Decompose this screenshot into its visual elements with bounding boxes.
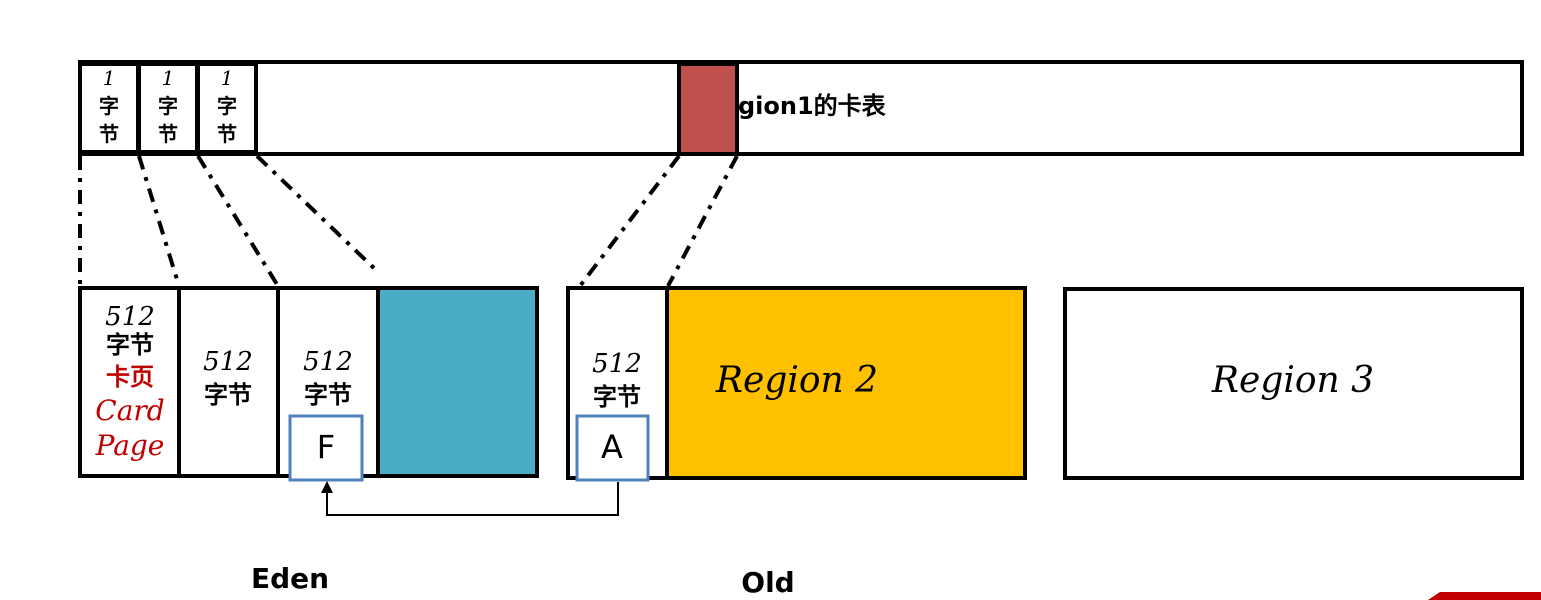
old-caption: Old	[741, 566, 794, 599]
card-page-1-en-name-1: Card	[95, 394, 164, 427]
card-cell-1: 1 字 节	[78, 62, 140, 154]
region-2: Region 2 512 字节 A	[566, 286, 1027, 482]
card-cell-2-unit-2: 节	[158, 122, 178, 146]
region-2-label: Region 2	[715, 360, 878, 401]
mapping-line-1	[137, 155, 181, 287]
card-page-2: 512 字节	[177, 286, 280, 478]
card-page-a-unit: 字节	[593, 383, 641, 411]
object-a-label: A	[601, 428, 623, 466]
card-page-1-unit: 字节	[106, 331, 154, 359]
region-3-label: Region 3	[1211, 360, 1374, 401]
mapping-line-dirty-right	[666, 155, 739, 287]
reference-arrow	[321, 481, 619, 516]
card-cell-2-unit-1: 字	[158, 94, 178, 118]
region-3: Region 3	[1063, 287, 1524, 480]
card-cell-3-unit-2: 节	[217, 122, 237, 146]
card-table-label: gion1的卡表	[738, 92, 887, 120]
card-page-1-num: 512	[105, 302, 155, 332]
card-table-strip	[78, 60, 1524, 156]
region-1-fill	[376, 286, 539, 478]
region-1: 512 字节 卡页 Card Page 512 字节 512 字节 F	[78, 286, 539, 482]
card-page-2-unit: 字节	[204, 381, 252, 409]
object-f: F	[288, 414, 364, 482]
card-page-3-unit: 字节	[304, 381, 352, 409]
card-cell-3-num: 1	[221, 66, 234, 90]
card-cell-2: 1 字 节	[137, 62, 199, 154]
dirty-card	[677, 62, 739, 156]
card-cell-1-num: 1	[103, 66, 116, 90]
mapping-line-2	[196, 154, 280, 288]
mapping-line-dirty-left	[578, 154, 681, 288]
card-cell-3: 1 字 节	[196, 62, 258, 154]
object-a: A	[575, 414, 650, 482]
card-page-a-num: 512	[592, 349, 642, 379]
card-cell-1-unit-2: 节	[99, 122, 119, 146]
card-cell-2-num: 1	[162, 66, 175, 90]
object-f-label: F	[317, 428, 335, 466]
region-2-fill	[665, 286, 1027, 480]
card-page-1: 512 字节 卡页 Card Page	[78, 286, 181, 478]
corner-badge	[1428, 592, 1541, 600]
card-page-3-num: 512	[303, 347, 353, 377]
card-page-1-en-name-2: Page	[95, 429, 165, 462]
card-page-1-cn-name: 卡页	[106, 363, 154, 391]
card-cell-3-unit-1: 字	[217, 94, 237, 118]
card-page-a: 512 字节	[592, 349, 642, 411]
mapping-line-3	[255, 154, 380, 274]
card-cell-1-unit-1: 字	[99, 94, 119, 118]
eden-caption: Eden	[251, 562, 329, 595]
card-page-2-num: 512	[203, 347, 253, 377]
mapping-lines	[78, 154, 739, 288]
